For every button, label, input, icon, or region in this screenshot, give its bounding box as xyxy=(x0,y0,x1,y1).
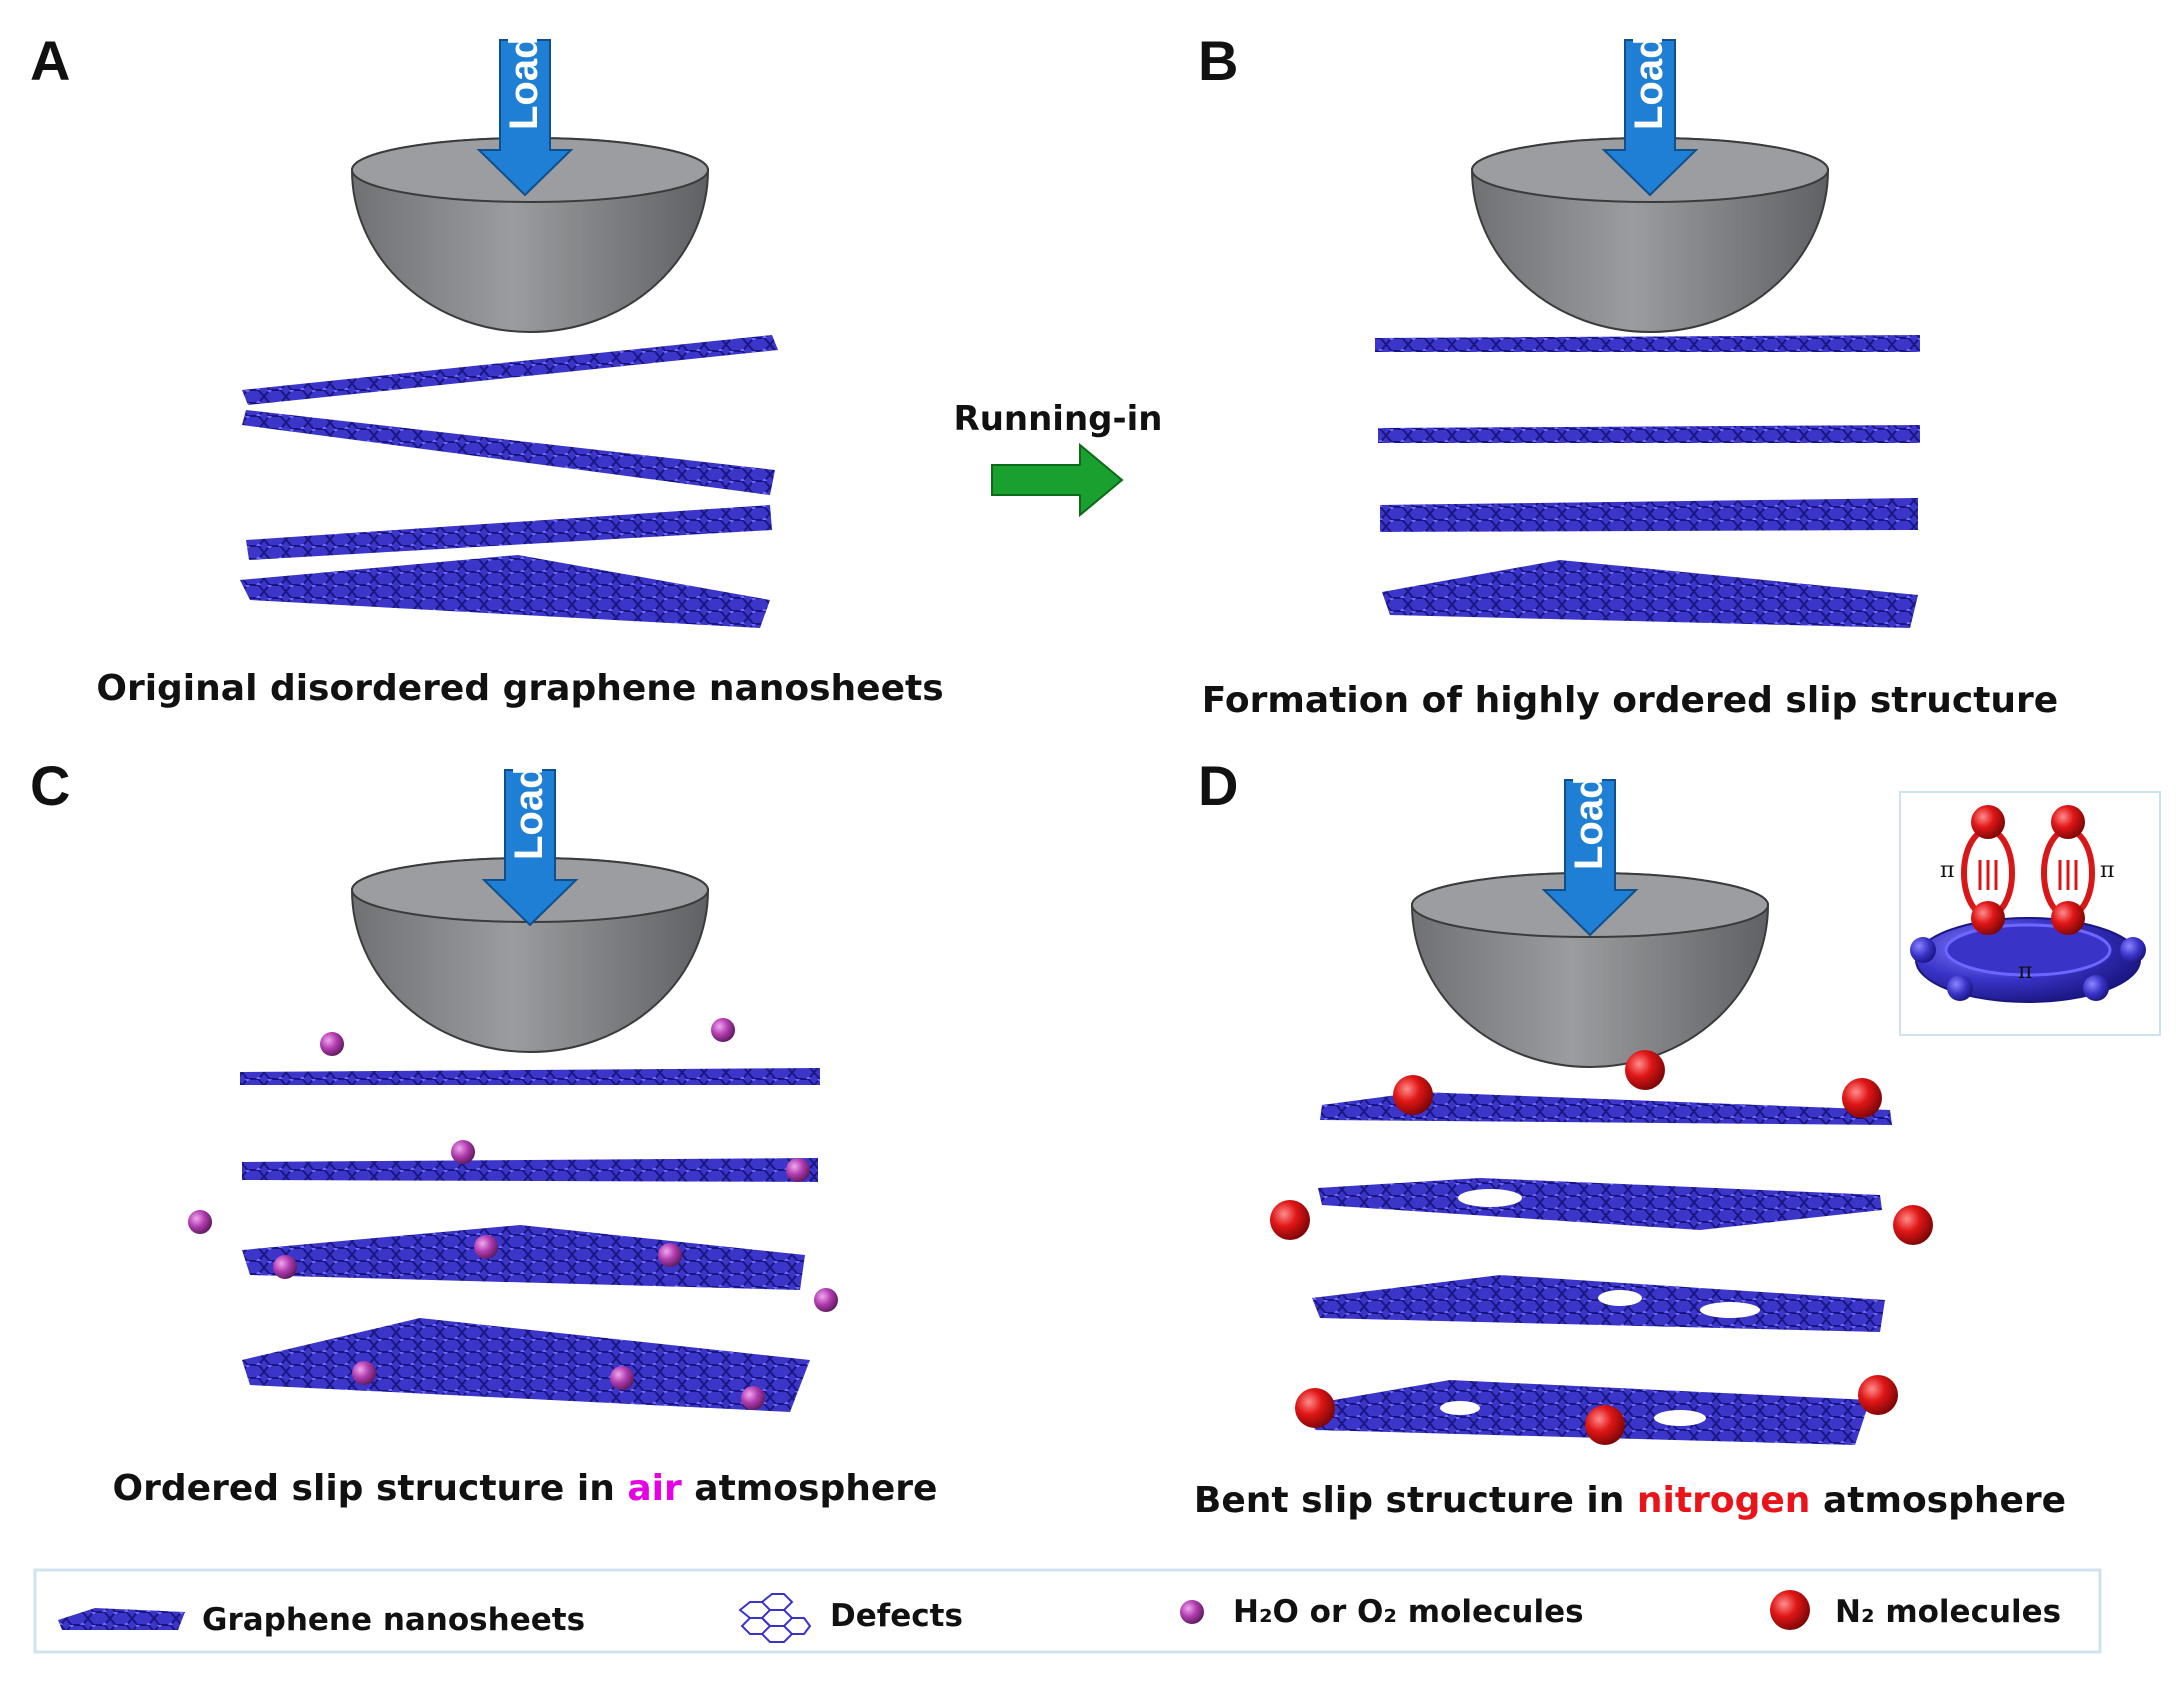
graphene-sheet xyxy=(246,505,772,560)
legend-label-h2o-o2: H₂O or O₂ molecules xyxy=(1233,1594,1584,1630)
n2-legend-icon xyxy=(1770,1590,1810,1630)
panel-letter-d: D xyxy=(1198,754,1238,817)
panel-letter-a: A xyxy=(30,29,70,92)
load-label-c: Load xyxy=(507,764,551,860)
graphene-stack-c xyxy=(240,1068,820,1412)
running-in-arrow xyxy=(991,442,1124,518)
panel-d: D Load xyxy=(1194,754,2161,1521)
n2-molecule xyxy=(1858,1375,1898,1415)
h2o-o2-molecules-c xyxy=(188,1018,838,1410)
benzene-ring: π xyxy=(1910,917,2146,1003)
n2-molecules-d xyxy=(1270,1050,1933,1445)
h2o-o2-molecule xyxy=(786,1158,810,1182)
legend-label-graphene: Graphene nanosheets xyxy=(202,1602,585,1638)
load-arrow-c: Load xyxy=(483,764,577,926)
graphene-sheet xyxy=(1375,335,1920,352)
h2o-o2-molecule xyxy=(814,1288,838,1312)
graphene-sheet xyxy=(240,1068,820,1085)
h2o-o2-molecule xyxy=(273,1255,297,1279)
graphene-sheet xyxy=(1318,1178,1882,1230)
legend-item-defects: Defects xyxy=(738,1593,963,1643)
n2-molecule xyxy=(1625,1050,1665,1090)
h2o-o2-molecule xyxy=(352,1361,376,1385)
panel-a: A Load Original disordered graphene nano… xyxy=(30,29,944,709)
h2o-o2-molecule xyxy=(320,1032,344,1056)
panel-b: B Load Formation of highly ordered slip … xyxy=(1198,29,2058,721)
load-arrow-b: Load xyxy=(1603,34,1697,196)
n2-molecule xyxy=(1842,1078,1882,1118)
legend-item-graphene: Graphene nanosheets xyxy=(58,1602,585,1638)
right-pi-symbol: π xyxy=(2100,858,2114,883)
graphene-sheet xyxy=(1382,560,1918,628)
graphene-sheet xyxy=(242,335,778,405)
load-label-a: Load xyxy=(502,34,546,130)
graphene-sheet xyxy=(242,410,775,495)
legend-item-h2o-o2: H₂O or O₂ molecules xyxy=(1180,1594,1584,1630)
caption-d: Bent slip structure in nitrogen atmosphe… xyxy=(1194,1480,2066,1521)
n2-pi-bond-left xyxy=(1961,805,2015,935)
h2o-o2-molecule xyxy=(451,1140,475,1164)
graphene-sheet xyxy=(242,1225,805,1290)
graphene-sheet xyxy=(240,555,770,628)
running-in-label: Running-in xyxy=(954,399,1163,439)
graphene-sheet xyxy=(1312,1275,1885,1332)
graphene-sheet xyxy=(1320,1092,1892,1125)
load-label-b: Load xyxy=(1627,34,1671,130)
graphene-sheet xyxy=(1380,498,1918,532)
graphene-sheet xyxy=(1305,1380,1870,1445)
h2o-o2-molecule xyxy=(711,1018,735,1042)
graphene-sheet xyxy=(242,1158,818,1182)
caption-c-highlight: air xyxy=(627,1468,682,1509)
legend-label-defects: Defects xyxy=(830,1598,963,1634)
load-label-d: Load xyxy=(1567,774,1611,870)
graphene-sheet xyxy=(242,1318,810,1412)
defect-holes xyxy=(1440,1189,1760,1426)
caption-d-highlight: nitrogen xyxy=(1637,1480,1810,1521)
running-in-transition: Running-in xyxy=(954,399,1163,518)
legend-label-n2: N₂ molecules xyxy=(1835,1594,2061,1630)
panel-c: C Load Ordered slip structure in air xyxy=(30,754,937,1509)
legend-item-n2: N₂ molecules xyxy=(1770,1590,2061,1630)
n2-molecule xyxy=(1270,1200,1310,1240)
defects-legend-icon xyxy=(738,1593,812,1643)
caption-a: Original disordered graphene nanosheets xyxy=(96,668,943,709)
n2-pi-bond-right xyxy=(2041,805,2095,935)
h2o-o2-molecule xyxy=(658,1243,682,1267)
h2o-o2-molecule xyxy=(610,1366,634,1390)
left-pi-symbol: π xyxy=(1940,858,1954,883)
caption-c: Ordered slip structure in air atmosphere xyxy=(113,1468,938,1509)
load-arrow-a: Load xyxy=(478,34,572,196)
graphene-stack-b xyxy=(1375,335,1920,628)
h2o-o2-molecule xyxy=(188,1210,212,1234)
graphene-sheet xyxy=(1378,425,1920,443)
panel-letter-b: B xyxy=(1198,29,1238,92)
pi-interaction-inset: π π π xyxy=(1899,791,2161,1036)
caption-b: Formation of highly ordered slip structu… xyxy=(1202,680,2058,721)
n2-molecule xyxy=(1585,1405,1625,1445)
n2-molecule xyxy=(1295,1388,1335,1428)
graphene-legend-icon xyxy=(58,1608,185,1630)
h2o-o2-molecule xyxy=(741,1386,765,1410)
h2o-o2-molecule xyxy=(474,1235,498,1259)
ring-pi-symbol: π xyxy=(2018,959,2032,984)
n2-molecule xyxy=(1393,1075,1433,1115)
graphene-stack-d xyxy=(1305,1092,1892,1445)
load-arrow-d: Load xyxy=(1543,774,1637,936)
n2-molecule xyxy=(1893,1205,1933,1245)
graphene-stack-a xyxy=(240,335,778,628)
h2o-o2-legend-icon xyxy=(1180,1600,1204,1624)
panel-letter-c: C xyxy=(30,754,70,817)
legend: Graphene nanosheets Defects H₂O or O₂ mo… xyxy=(33,1568,2102,1654)
